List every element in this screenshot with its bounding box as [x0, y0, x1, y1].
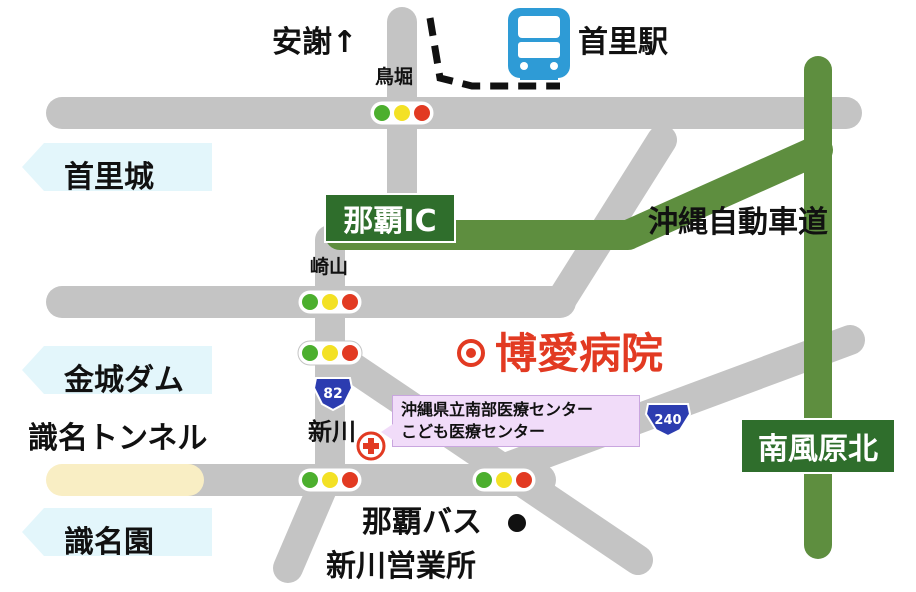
road-diagonal-lower	[315, 337, 653, 575]
label-arakawa: 新川	[308, 418, 356, 446]
label-torihori: 鳥堀	[375, 66, 414, 88]
label-shikinaen: 識名園	[64, 525, 154, 560]
label-anjya: 安謝↑	[272, 25, 358, 60]
route-82-label: 82	[323, 386, 342, 402]
hospital-marker: 博愛病院	[457, 320, 663, 381]
label-kinjo-dam: 金城ダム	[64, 363, 184, 398]
traffic-light-icon-bottom-east	[471, 467, 537, 493]
label-naha-ic: 那覇IC	[324, 193, 456, 243]
label-shikina-tunnel: 識名トンネル	[28, 421, 208, 456]
label-hospital: 博愛病院	[495, 329, 664, 378]
direction-shikinaen: 識名園	[22, 508, 212, 560]
label-prefectural-center-2: こども医療センター	[401, 422, 546, 441]
monorail-dashed-line	[426, 17, 560, 90]
direction-shurijo: 首里城	[22, 143, 212, 195]
traffic-light-icon-torihori	[369, 100, 435, 126]
route-shield-icon-82: 82	[312, 377, 354, 412]
label-okinawa-expressway: 沖縄自動車道	[648, 205, 828, 240]
hospital-cross-icon	[356, 431, 386, 461]
target-icon	[457, 338, 485, 367]
label-prefectural-center-1: 沖縄県立南部医療センター	[401, 400, 594, 419]
label-sakiyama: 崎山	[310, 256, 349, 278]
bus-office-dot	[508, 514, 526, 532]
route-240-label: 240	[654, 413, 681, 428]
label-shurijo: 首里城	[64, 160, 154, 195]
label-shuri-station: 首里駅	[578, 25, 668, 60]
label-haebaru-kita: 南風原北	[740, 418, 896, 474]
route-shield-icon-240: 240	[644, 403, 692, 438]
direction-kinjo-dam: 金城ダム	[22, 346, 212, 398]
label-naha-bus: 那覇バス	[362, 505, 482, 540]
traffic-light-icon-kinjo	[297, 340, 363, 366]
callout-prefectural-center: 沖縄県立南部医療センター こども医療センター	[381, 395, 640, 447]
traffic-light-icon-arakawa	[297, 467, 363, 493]
label-arakawa-office: 新川営業所	[326, 549, 476, 584]
traffic-light-icon-sakiyama	[297, 289, 363, 315]
train-icon	[508, 8, 570, 80]
